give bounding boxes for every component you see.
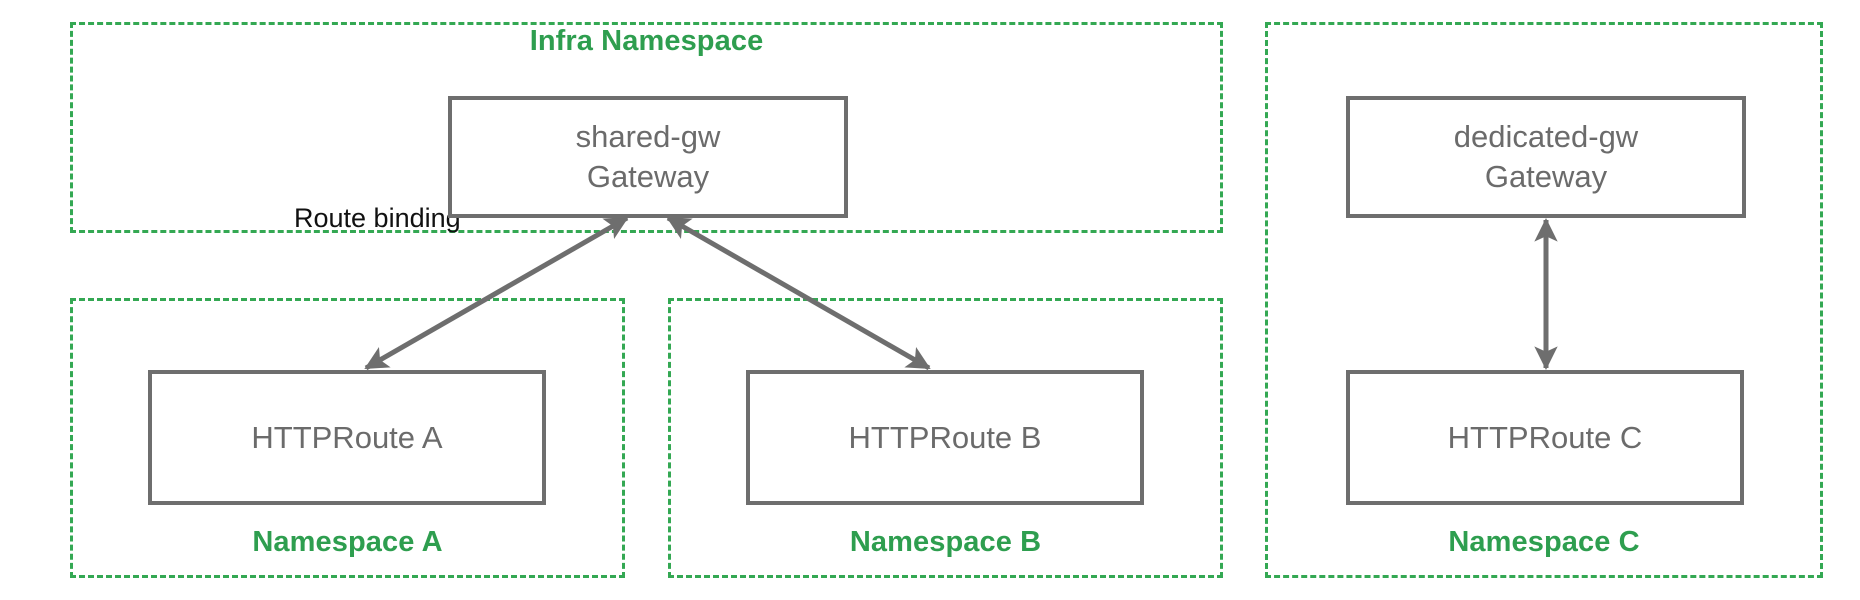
namespace-label-b: Namespace B bbox=[849, 526, 1042, 558]
node-httproute-c[interactable]: HTTPRoute C bbox=[1346, 370, 1744, 505]
node-label-shared-gw: shared-gw Gateway bbox=[575, 119, 721, 194]
node-httproute-a[interactable]: HTTPRoute A bbox=[148, 370, 546, 505]
namespace-box-a bbox=[70, 298, 625, 578]
namespace-label-a: Namespace A bbox=[252, 526, 443, 558]
edge-label-route-binding: Route binding bbox=[294, 203, 461, 233]
node-label-httproute-a: HTTPRoute A bbox=[251, 419, 443, 455]
namespace-label-infra: Infra Namespace bbox=[529, 25, 764, 57]
node-label-httproute-c: HTTPRoute C bbox=[1447, 419, 1643, 455]
namespace-box-infra bbox=[70, 22, 1223, 233]
node-label-httproute-b: HTTPRoute B bbox=[848, 419, 1042, 455]
node-shared-gw-gateway[interactable]: shared-gw Gateway bbox=[448, 96, 848, 218]
namespace-box-b bbox=[668, 298, 1223, 578]
node-label-dedicated-gw: dedicated-gw Gateway bbox=[1453, 119, 1639, 194]
namespace-label-c: Namespace C bbox=[1448, 526, 1640, 558]
node-dedicated-gw-gateway[interactable]: dedicated-gw Gateway bbox=[1346, 96, 1746, 218]
namespace-box-c bbox=[1265, 22, 1823, 578]
node-httproute-b[interactable]: HTTPRoute B bbox=[746, 370, 1144, 505]
